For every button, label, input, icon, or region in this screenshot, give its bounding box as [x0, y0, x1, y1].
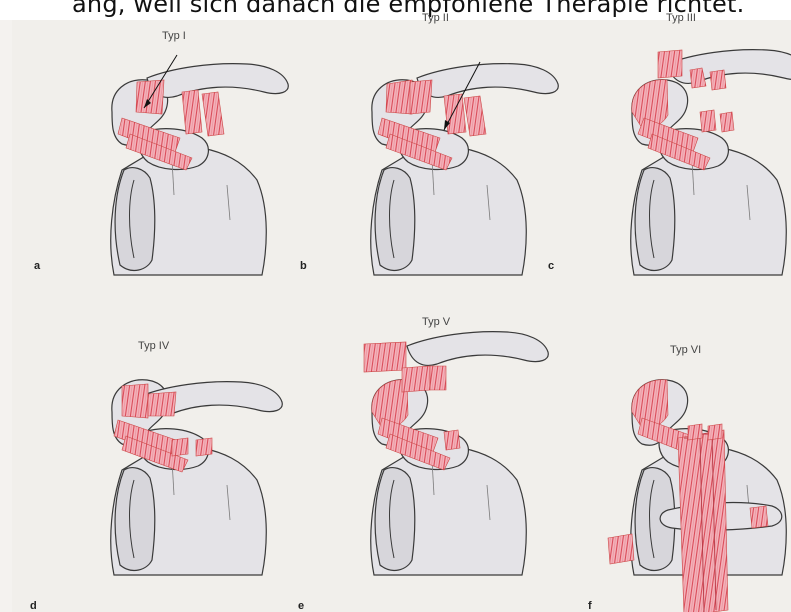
- panel-typ-4: Typ IV d: [52, 320, 302, 600]
- panel-typ-3: Typ III c: [572, 20, 791, 300]
- shoulder-illustration-typ-5: [312, 320, 562, 600]
- panel-letter: a: [34, 260, 40, 272]
- panel-title: Typ V: [422, 316, 450, 328]
- panel-title: Typ II: [422, 12, 449, 24]
- panel-typ-5: Typ V e: [312, 320, 562, 600]
- panel-title: Typ III: [666, 12, 696, 24]
- panel-letter: c: [548, 260, 554, 272]
- panel-title: Typ I: [162, 30, 186, 42]
- panel-letter: e: [298, 600, 304, 612]
- panel-letter: d: [30, 600, 37, 612]
- figure-page: Typ I a Typ II b: [12, 20, 791, 612]
- panel-letter: f: [588, 600, 592, 612]
- header-text: ang, weil sich danach die empfohlene The…: [72, 0, 744, 18]
- panel-typ-6: Typ VI f: [572, 320, 791, 600]
- shoulder-illustration-typ-2: [312, 20, 562, 300]
- shoulder-illustration-typ-3: [572, 20, 791, 300]
- panel-letter: b: [300, 260, 307, 272]
- shoulder-illustration-typ-6: [572, 320, 791, 600]
- shoulder-illustration-typ-4: [52, 320, 302, 600]
- panel-typ-2: Typ II b: [312, 20, 562, 300]
- shoulder-illustration-typ-1: [52, 20, 302, 300]
- panel-title: Typ VI: [670, 344, 701, 356]
- panel-title: Typ IV: [138, 340, 169, 352]
- panel-typ-1: Typ I a: [52, 20, 302, 300]
